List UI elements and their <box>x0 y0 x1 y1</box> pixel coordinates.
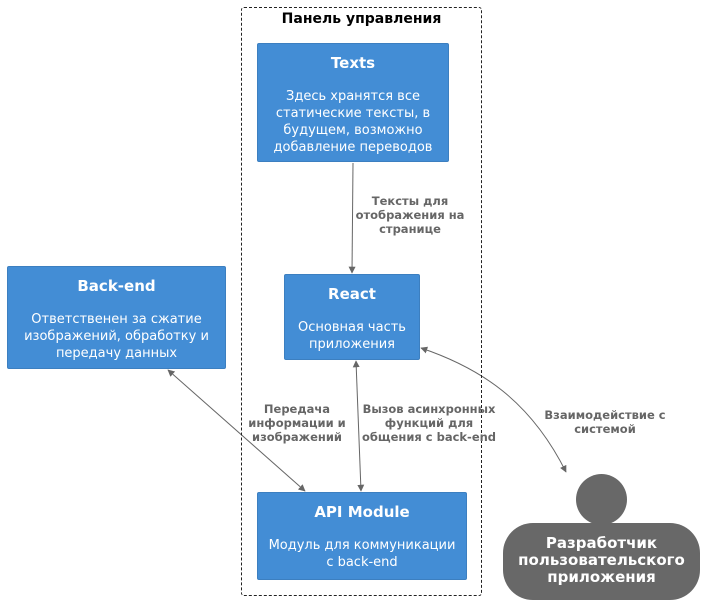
react-description: Основная часть приложения <box>298 320 406 352</box>
boundary-title: Панель управления <box>281 11 442 27</box>
api-module-title: API Module <box>314 503 410 521</box>
edge-texts-react <box>348 162 356 274</box>
edge-label-react-api: Вызов асинхронных функций для общения с … <box>361 402 497 444</box>
backend-description: Ответственен за сжатие изображений, обра… <box>24 312 209 361</box>
react-title: React <box>328 285 376 303</box>
person-title: Разработчик пользовательского приложения <box>518 534 685 586</box>
texts-container[interactable]: Texts Здесь хранятся все статические тек… <box>257 43 449 162</box>
texts-description: Здесь хранятся все статические тексты, в… <box>273 89 433 155</box>
edge-backend-api <box>167 369 306 492</box>
backend-title: Back-end <box>77 277 156 295</box>
edge-label-person-react: Взаимодействие с системой <box>544 408 666 436</box>
edge-label-texts-react: Тексты для отображения на странице <box>355 194 465 236</box>
edge-react-api <box>352 360 365 492</box>
edge-label-backend-api: Передача информации и изображений <box>248 402 346 444</box>
react-container[interactable]: React Основная часть приложения <box>284 274 420 360</box>
backend-container[interactable]: Back-end Ответственен за сжатие изображе… <box>7 266 226 369</box>
texts-title: Texts <box>330 54 376 72</box>
api-module-container[interactable]: API Module Модуль для коммуникации с bac… <box>257 492 467 580</box>
edge-person-react <box>420 346 567 473</box>
control-panel-boundary: Панель управления <box>241 7 482 596</box>
api-module-description: Модуль для коммуникации с back-end <box>268 538 456 570</box>
person-head-icon <box>576 474 627 525</box>
person-developer[interactable]: Разработчик пользовательского приложения <box>503 523 700 600</box>
